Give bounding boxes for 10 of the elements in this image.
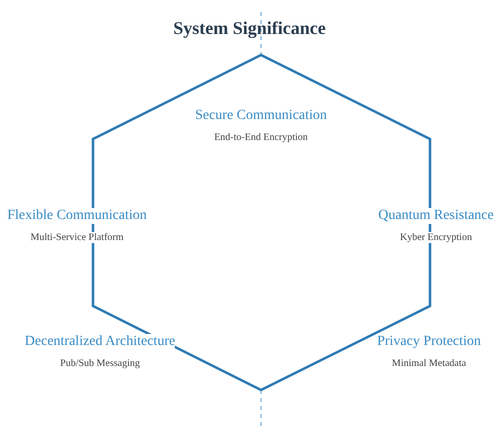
feature-subtitle: Kyber Encryption [400, 232, 472, 243]
feature-subtitle: Pub/Sub Messaging [60, 358, 140, 369]
feature-subtitle: Multi-Service Platform [30, 232, 124, 243]
feature-heading: Privacy Protection [377, 334, 481, 350]
title: System Significance [172, 18, 327, 39]
feature-subtitle: End-to-End Encryption [214, 132, 308, 143]
feature-heading: Decentralized Architecture [24, 334, 176, 350]
feature-heading: Quantum Resistance [378, 208, 494, 224]
feature-subtitle: Minimal Metadata [392, 358, 466, 369]
feature-heading: Flexible Communication [7, 208, 147, 224]
